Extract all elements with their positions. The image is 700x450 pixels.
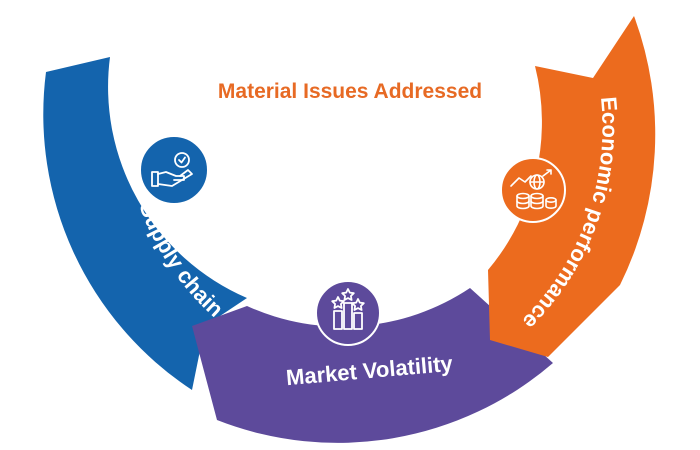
segment-economic-performance <box>488 16 656 357</box>
bars-stars-icon <box>315 280 381 346</box>
diagram-title: Material Issues Addressed <box>217 80 483 103</box>
segment-market-volatility <box>192 288 553 443</box>
segment-sustainable-supply-chain <box>43 57 247 390</box>
hand-gear-icon <box>139 135 209 205</box>
globe-coins-icon <box>500 157 566 223</box>
